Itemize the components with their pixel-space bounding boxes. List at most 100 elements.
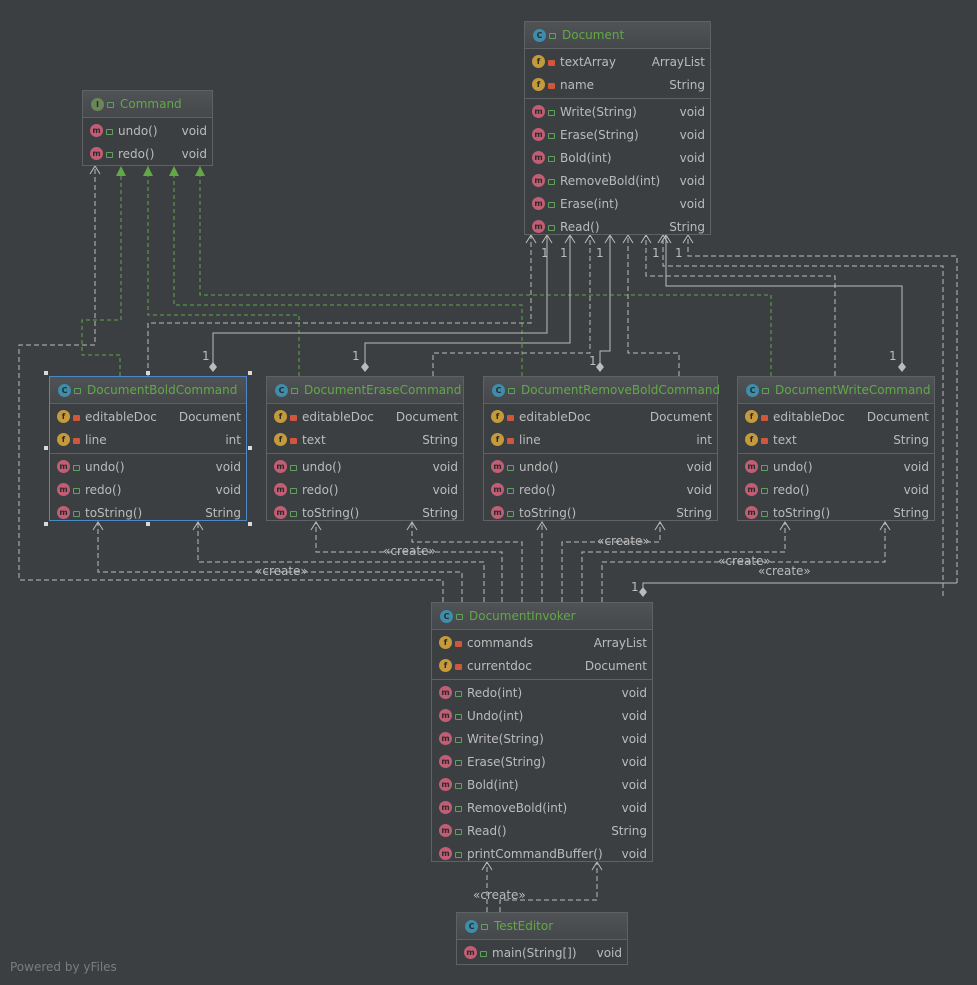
method-icon: m [57, 483, 70, 496]
method-name: redo() [302, 482, 339, 497]
multiplicity-label: 1 [631, 580, 639, 594]
method-name: printCommandBuffer() [467, 846, 603, 861]
public-visibility-icon [290, 510, 297, 517]
method-icon: m [745, 506, 758, 519]
public-visibility-icon [762, 388, 769, 394]
method-icon: m [57, 460, 70, 473]
method-icon: m [491, 506, 504, 519]
selection-handle[interactable] [44, 522, 48, 526]
method-name: Read() [467, 823, 507, 838]
method-icon: m [274, 483, 287, 496]
selection-handle[interactable] [44, 446, 48, 450]
method-name: Write(String) [560, 104, 637, 119]
selection-handle[interactable] [146, 371, 150, 375]
multiplicity-label: 1 [589, 354, 597, 368]
method-icon: m [745, 460, 758, 473]
field-type: String [422, 432, 458, 447]
method-return-type: void [903, 482, 929, 497]
class-name: TestEditor [494, 919, 554, 933]
public-visibility-icon [455, 690, 462, 697]
field-name: text [302, 432, 326, 447]
create-label: «create» [383, 544, 436, 558]
method-return-type: String [893, 505, 929, 520]
method-name: Write(String) [467, 731, 544, 746]
class-name: DocumentBoldCommand [87, 383, 238, 397]
selection-handle[interactable] [248, 522, 252, 526]
selection-handle[interactable] [248, 371, 252, 375]
method-return-type: void [621, 708, 647, 723]
selection-handle[interactable] [44, 371, 48, 375]
method-icon: m [90, 147, 103, 160]
multiplicity-label: 1 [889, 349, 897, 363]
multiplicity-label: 1 [560, 246, 568, 260]
method-icon: m [274, 460, 287, 473]
method-name: Erase(int) [560, 196, 619, 211]
field-type: ArrayList [651, 54, 705, 69]
selection-handle[interactable] [146, 522, 150, 526]
method-name: Read() [560, 219, 600, 234]
field-type: int [696, 432, 712, 447]
multiplicity-label: 1 [352, 349, 360, 363]
selection-handle[interactable] [248, 446, 252, 450]
edge-write-realizes-command [199, 166, 772, 376]
public-visibility-icon [455, 828, 462, 835]
field-type: String [669, 77, 705, 92]
field-icon: f [274, 410, 287, 423]
method-icon: m [274, 506, 287, 519]
interface-icon: I [91, 97, 104, 111]
